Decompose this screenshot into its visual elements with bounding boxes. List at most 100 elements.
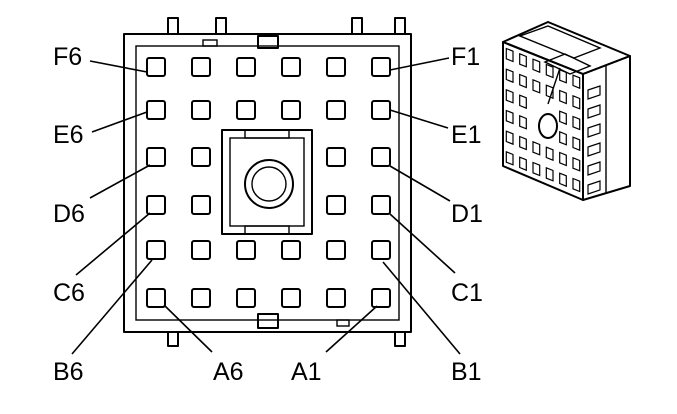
center-lock-top-slot — [244, 129, 290, 139]
pin-cavity-e1 — [371, 100, 391, 120]
center-lock-core — [251, 166, 287, 202]
leader-line-a6 — [163, 304, 213, 353]
pin-label-e1: E1 — [451, 121, 482, 149]
pin-cavity-grid — [146, 57, 391, 308]
inset-cavity — [559, 68, 567, 84]
inset-side-cavity — [587, 142, 601, 157]
pin-cavity-e2 — [326, 100, 346, 120]
pin-label-f1: F1 — [451, 43, 480, 71]
top-tab-mid-right — [351, 17, 363, 35]
pin-cavity-f6 — [146, 57, 166, 77]
pin-cavity-d5 — [191, 147, 211, 167]
leader-line-c1 — [389, 213, 456, 274]
pin-cavity-f3 — [281, 57, 301, 77]
inset-cavity — [505, 88, 514, 104]
pin-cavity-d2 — [326, 147, 346, 167]
pin-cavity-b6 — [146, 240, 166, 260]
inset-cavity — [519, 135, 527, 151]
inset-cavity — [519, 156, 527, 172]
inset-cavity — [505, 68, 514, 84]
pin-cavity-a6 — [146, 288, 166, 308]
inset-boss-post — [547, 67, 561, 105]
connector-3d-view-icon — [502, 21, 631, 201]
pin-label-a6: A6 — [213, 358, 244, 386]
pin-cavity-f5 — [191, 57, 211, 77]
bottom-tab-left — [167, 331, 179, 347]
leader-line-f6 — [89, 60, 148, 73]
leader-line-e6 — [91, 111, 148, 133]
pin-cavity-b1 — [371, 240, 391, 260]
pin-label-b1: B1 — [451, 358, 482, 386]
inset-cavity — [559, 110, 567, 126]
inset-top-face — [502, 21, 631, 75]
inset-front-face — [502, 41, 584, 201]
pin-cavity-b2 — [326, 240, 346, 260]
pin-cavity-a2 — [326, 288, 346, 308]
pin-cavity-a4 — [236, 288, 256, 308]
bottom-small-key — [336, 319, 350, 327]
pin-label-c1: C1 — [451, 279, 483, 307]
pin-cavity-a1 — [371, 288, 391, 308]
inset-cavity-grid — [505, 47, 601, 195]
pin-cavity-c1 — [371, 195, 391, 215]
inset-side-cavity — [587, 161, 601, 176]
inset-side-cavity — [587, 85, 601, 100]
pin-cavity-c6 — [146, 195, 166, 215]
bottom-tab-right — [394, 331, 406, 347]
inset-cavity — [545, 166, 554, 182]
leader-line-d6 — [89, 164, 151, 199]
inset-side-cavity — [587, 180, 601, 195]
leader-line-d1 — [389, 165, 451, 202]
inset-cavity — [572, 156, 581, 172]
inset-cavity — [519, 52, 527, 68]
top-tab-mid-left — [215, 17, 227, 35]
leader-line-b6 — [71, 259, 153, 355]
inset-cavity — [532, 78, 541, 94]
pin-cavity-d6 — [146, 147, 166, 167]
inset-top-latch — [543, 53, 592, 75]
pin-cavity-d1 — [371, 147, 391, 167]
inset-cavity — [532, 161, 541, 177]
pin-cavity-f4 — [236, 57, 256, 77]
pin-label-a1: A1 — [291, 358, 322, 386]
connector-face — [123, 17, 412, 347]
pin-cavity-a5 — [191, 288, 211, 308]
inset-cavity — [572, 94, 581, 110]
center-lock-ring — [244, 159, 294, 209]
inset-top-rib — [518, 25, 602, 59]
pin-label-d1: D1 — [451, 200, 483, 228]
leader-line-a1 — [325, 305, 378, 353]
center-lock-bottom-slot — [244, 225, 290, 235]
top-small-key — [202, 39, 218, 47]
pin-cavity-f1 — [371, 57, 391, 77]
inset-cavity — [519, 73, 527, 89]
pin-cavity-e3 — [281, 100, 301, 120]
inset-cavity — [572, 177, 581, 193]
inset-cavity — [505, 109, 514, 125]
inset-cavity — [559, 172, 567, 188]
pin-cavity-e6 — [146, 100, 166, 120]
leader-line-c6 — [75, 212, 151, 276]
pin-label-d6: D6 — [53, 200, 85, 228]
pin-cavity-e4 — [236, 100, 256, 120]
pin-cavity-c5 — [191, 195, 211, 215]
inset-side-cavity — [587, 123, 601, 138]
inset-cavity — [545, 146, 554, 162]
center-lock-outer — [221, 129, 313, 235]
inset-cavity — [505, 130, 514, 146]
inset-cavity — [572, 115, 581, 131]
inset-cavity — [545, 63, 554, 79]
inset-cavity — [545, 84, 554, 100]
inset-cavity — [519, 94, 527, 110]
pin-label-c6: C6 — [53, 279, 85, 307]
top-tab-right — [394, 17, 406, 35]
pin-cavity-e5 — [191, 100, 211, 120]
pin-cavity-f2 — [326, 57, 346, 77]
pin-cavity-c2 — [326, 195, 346, 215]
top-latch — [257, 35, 279, 49]
inset-cavity — [505, 47, 514, 63]
connector-body-outline — [123, 33, 412, 333]
inset-side-face — [582, 55, 631, 201]
pin-label-b6: B6 — [53, 358, 84, 386]
